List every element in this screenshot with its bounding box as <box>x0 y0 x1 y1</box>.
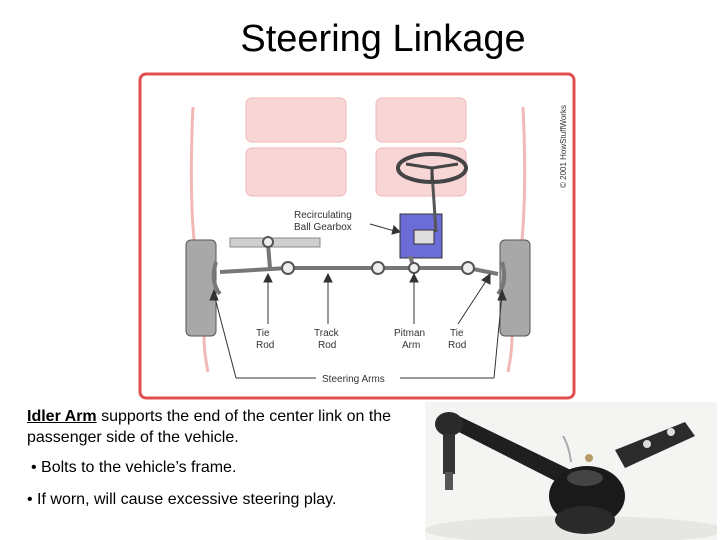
description: Idler Arm supports the end of the center… <box>27 406 422 448</box>
tie-rod-right-label-1: Tie <box>450 328 464 339</box>
steering-arms-label: Steering Arms <box>322 374 385 385</box>
track-rod-label-1: Track <box>314 328 340 339</box>
tie-rod-right-label-2: Rod <box>448 340 466 351</box>
idler-arm-photo <box>425 402 717 540</box>
pitman-arm-label-1: Pitman <box>394 328 425 339</box>
mounting-bracket <box>615 422 695 468</box>
car-seats <box>245 97 467 197</box>
label-arrows <box>209 223 507 379</box>
gearbox-label-line2: Ball Gearbox <box>294 222 352 233</box>
bullet-item: • Bolts to the vehicle’s frame. <box>31 459 237 476</box>
tie-rod-left-label-2: Rod <box>256 340 274 351</box>
gearbox-label-line1: Recirculating <box>294 210 352 221</box>
bullet-item: • If worn, will cause excessive steering… <box>27 491 337 508</box>
description-rest: supports the end of the center link on t… <box>27 408 392 446</box>
left-wheel <box>185 239 217 337</box>
steering-wheel-icon <box>396 152 468 184</box>
pitman-arm-label-2: Arm <box>402 340 420 351</box>
slide-title: Steering Linkage <box>240 18 526 60</box>
track-rod-label-2: Rod <box>318 340 336 351</box>
diagram-credit: © 2001 HowStuffWorks <box>559 105 568 188</box>
frame-rail <box>229 237 321 248</box>
ball-stud <box>443 434 455 474</box>
tie-rod-left-label-1: Tie <box>256 328 270 339</box>
idler-arm-bar <box>443 416 575 486</box>
steering-linkage-diagram: Recirculating Ball Gearbox Tie Rod Track… <box>138 72 576 400</box>
right-wheel <box>499 239 531 337</box>
description-term: Idler Arm <box>27 408 97 425</box>
